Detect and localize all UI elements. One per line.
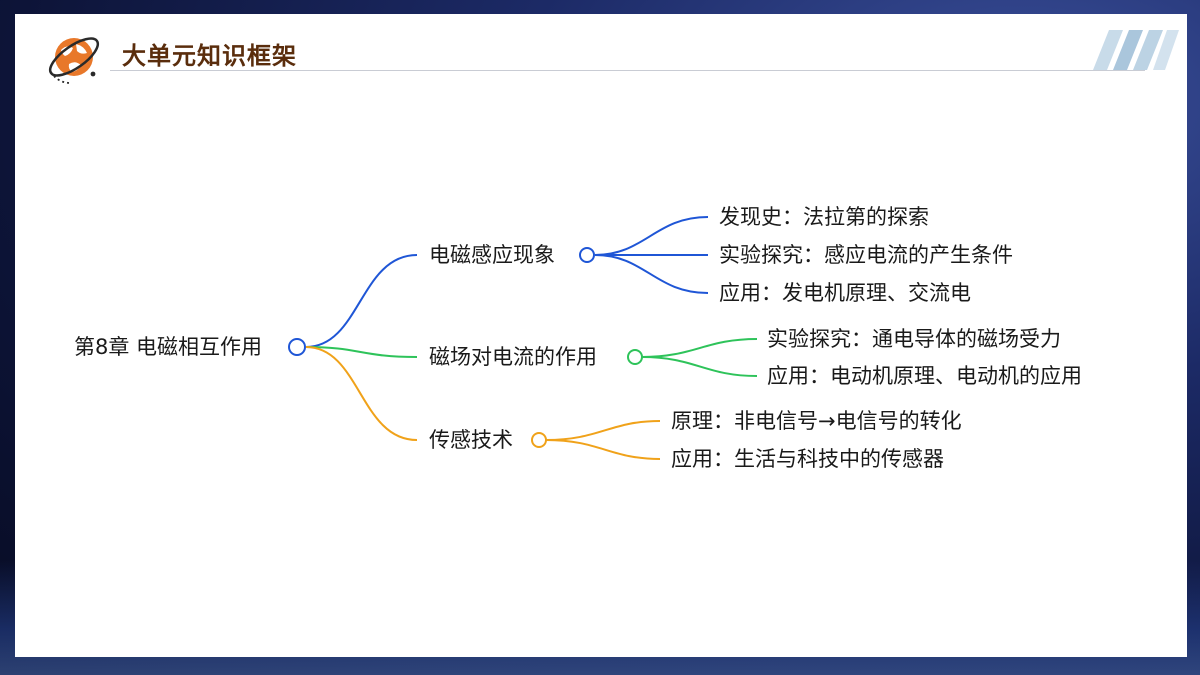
connector-root-branch-1 — [305, 254, 418, 348]
branch-3-label: 传感技术 — [429, 428, 513, 452]
connector-root-branch-2 — [305, 346, 418, 358]
mindmap: 第8章 电磁相互作用 电磁感应现象 磁场对电流的作用 传感技术 发现史：法拉第的… — [15, 14, 1187, 657]
root-node-circle — [288, 338, 306, 356]
connector-branch-2-child-1 — [641, 338, 758, 358]
branch-3-node-circle — [531, 432, 547, 448]
branch-2-child-2: 应用：电动机原理、电动机的应用 — [767, 364, 1082, 388]
branch-1-child-3: 应用：发电机原理、交流电 — [719, 281, 971, 305]
connector-branch-3-child-1 — [545, 420, 661, 441]
branch-2-child-1: 实验探究：通电导体的磁场受力 — [767, 327, 1061, 351]
branch-3-child-2: 应用：生活与科技中的传感器 — [671, 447, 944, 471]
branch-3-child-1: 原理：非电信号→电信号的转化 — [671, 409, 962, 433]
globe-logo-icon — [48, 37, 100, 84]
connector-root-branch-3 — [305, 346, 418, 441]
branch-1-label: 电磁感应现象 — [429, 243, 555, 267]
connector-branch-3-child-2 — [545, 439, 661, 460]
connector-branch-2-child-2 — [641, 356, 758, 377]
mindmap-connectors — [288, 216, 758, 460]
branch-2-label: 磁场对电流的作用 — [429, 345, 597, 369]
root-node-label: 第8章 电磁相互作用 — [74, 335, 263, 359]
diagonal-stripes-icon — [1093, 30, 1179, 70]
connector-branch-1-child-3 — [594, 254, 709, 294]
slide-card: 大单元知识框架 第8章 电磁相互作用 — [15, 14, 1187, 657]
branch-1-node-circle — [579, 247, 595, 263]
page-title: 大单元知识框架 — [122, 42, 297, 70]
title-divider — [110, 70, 1145, 71]
branch-1-child-1: 发现史：法拉第的探索 — [719, 205, 929, 229]
connector-branch-1-child-1 — [594, 216, 709, 256]
branch-1-child-2: 实验探究：感应电流的产生条件 — [719, 243, 1013, 267]
branch-2-node-circle — [627, 349, 643, 365]
